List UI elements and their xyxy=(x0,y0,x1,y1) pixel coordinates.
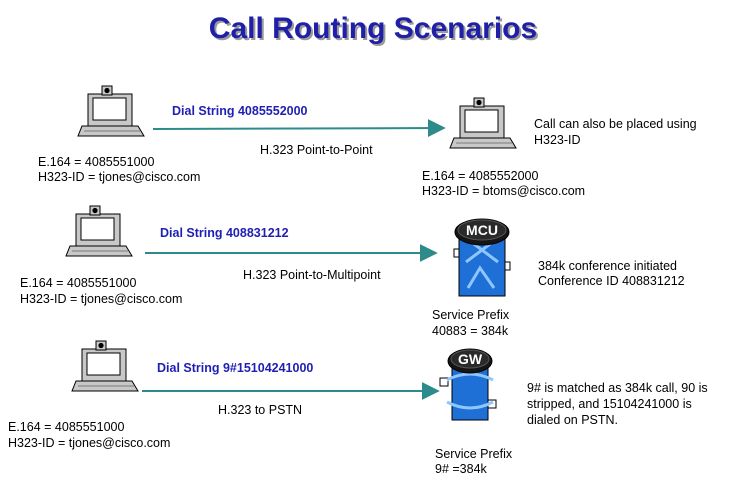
note-2-line-1: 384k conference initiated xyxy=(538,259,677,273)
mcu-label: MCU xyxy=(466,222,498,238)
note-3-line-2: stripped, and 15104241000 is xyxy=(527,397,692,411)
diagram-title: Call Routing Scenarios xyxy=(208,12,538,45)
mcu-service-prefix-title: Service Prefix xyxy=(432,308,510,322)
caller-h323id-2: H323-ID = tjones@cisco.com xyxy=(20,292,183,306)
gw-service-prefix-title: Service Prefix xyxy=(435,447,513,461)
caller-terminal-2 xyxy=(65,205,133,257)
note-1-line-2: H323-ID xyxy=(534,133,581,147)
caller-terminal-3 xyxy=(71,340,139,392)
gateway-icon xyxy=(439,348,497,421)
caller-terminal-1 xyxy=(77,85,145,137)
mcu-icon xyxy=(453,218,511,297)
dial-string-2: Dial String 408831212 xyxy=(160,226,289,240)
callee-h323id: H323-ID = btoms@cisco.com xyxy=(422,184,586,198)
call-arrow-1 xyxy=(152,119,446,138)
mcu-service-prefix-value: 40883 = 384k xyxy=(432,324,509,338)
caller-e164-2: E.164 = 4085551000 xyxy=(20,276,137,290)
dial-string-1: Dial String 4085552000 xyxy=(172,104,308,118)
gw-service-prefix-value: 9# =384k xyxy=(435,462,487,476)
link-label-3: H.323 to PSTN xyxy=(218,403,303,417)
callee-e164: E.164 = 4085552000 xyxy=(422,169,539,183)
callee-terminal xyxy=(449,97,517,149)
note-2-line-2: Conference ID 408831212 xyxy=(538,274,685,288)
dial-string-3: Dial String 9#15104241000 xyxy=(157,361,314,375)
caller-h323id-1: H323-ID = tjones@cisco.com xyxy=(38,170,201,184)
caller-e164-3: E.164 = 4085551000 xyxy=(8,420,125,434)
note-1-line-1: Call can also be placed using xyxy=(534,117,697,131)
note-3-line-1: 9# is matched as 384k call, 90 is xyxy=(527,381,708,395)
caller-h323id-3: H323-ID = tjones@cisco.com xyxy=(8,436,171,450)
gateway-label: GW xyxy=(457,351,483,367)
link-label-2: H.323 Point-to-Multipoint xyxy=(243,268,381,282)
note-3-line-3: dialed on PSTN. xyxy=(527,413,619,427)
link-label-1: H.323 Point-to-Point xyxy=(260,143,373,157)
caller-e164-1: E.164 = 4085551000 xyxy=(38,155,155,169)
